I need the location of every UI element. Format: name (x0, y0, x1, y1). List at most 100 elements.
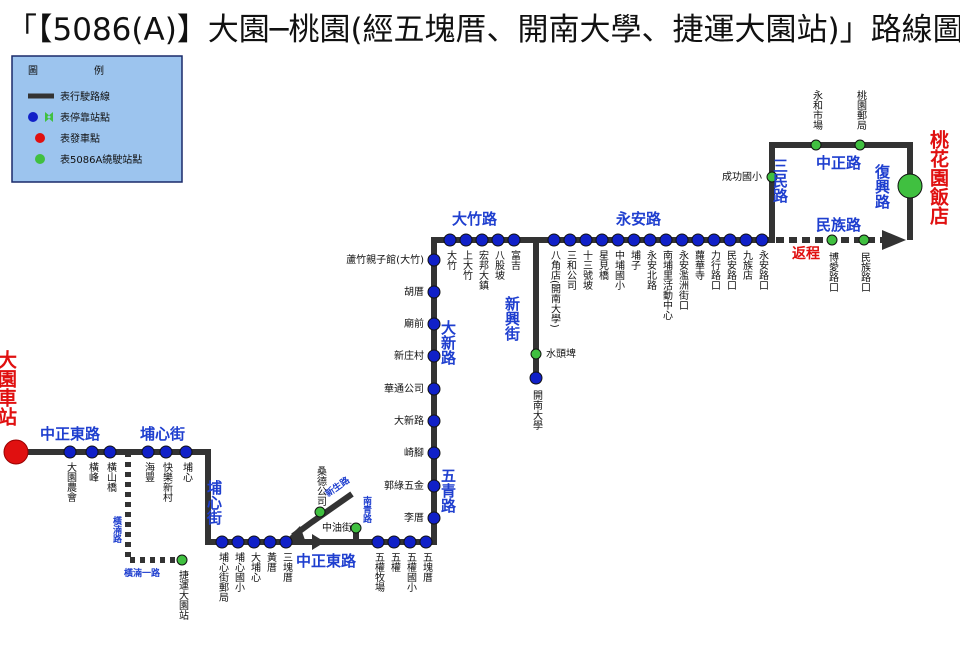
stop-label-s46: 永安路口 (757, 249, 769, 290)
stop-label-s38: 埔子 (629, 249, 641, 270)
stop-label-s47: 水頭埤 (546, 347, 576, 360)
road-label-hengnan: 橫湳路 (111, 515, 122, 544)
legend-heading-left: 圖 (28, 65, 38, 77)
road-label-zhongzheng-east: 中正東路 (40, 425, 101, 443)
stop-dot-s17 (403, 535, 417, 549)
stop-label-s3: 橫山橋 (105, 461, 117, 493)
stop-label-s10: 大埔心 (249, 551, 261, 582)
stop-dot-s47 (530, 348, 542, 360)
stop-label-s42: 蘿華寺 (693, 250, 705, 280)
stop-label-s28: 大竹 (445, 249, 457, 271)
stop-label-s5: 快樂新村 (161, 462, 173, 502)
start-station-dot (3, 439, 29, 465)
stop-dot-s10 (247, 535, 261, 549)
stop-label-s20: 郭綠五金 (384, 479, 424, 492)
stop-dot-s8 (215, 535, 229, 549)
map-title: 「【5086(A)】大園─桃園(經五塊厝、開南大學、捷運大園站)」路線圖 (6, 12, 960, 48)
stop-dot-s20 (427, 479, 441, 493)
legend-item-route: 表行駛路線 (60, 90, 110, 103)
stop-dot-s16 (387, 535, 401, 549)
road-label-puxin-street: 埔心街 (140, 425, 185, 443)
legend-item-stop: 表停靠站點 (60, 111, 110, 124)
stop-label-s22: 大新路 (394, 414, 424, 427)
road-label-sanmin: 三民路 (771, 158, 789, 203)
stop-label-s1: 大園農會 (65, 461, 77, 502)
stop-label-s35: 十三號坡 (581, 249, 593, 291)
stop-label-s39: 永安北路 (645, 249, 657, 291)
legend-stop-dot (28, 112, 38, 122)
stop-label-s24: 新庄村 (394, 349, 424, 362)
stop-dot-s18 (419, 535, 433, 549)
stop-label-s27: 蘆竹親子館(大竹) (346, 253, 424, 266)
stop-label-s13: 桑德公司 (315, 466, 327, 506)
stop-label-s32: 富吉 (509, 249, 521, 271)
stop-dot-s4 (141, 445, 155, 459)
stop-dot-s53 (858, 234, 870, 246)
stop-label-s8: 埔心街郵局 (217, 551, 229, 603)
stop-label-s30: 宏邦大鎮 (477, 249, 489, 291)
stop-dot-s45 (739, 233, 753, 247)
stop-label-s45: 九族店 (741, 250, 753, 281)
stop-dot-s41 (675, 233, 689, 247)
stop-dot-s14 (350, 522, 362, 534)
stop-dot-s34 (563, 233, 577, 247)
stop-dot-s12 (279, 535, 293, 549)
stop-dot-s42 (691, 233, 705, 247)
stop-dot-s22 (427, 414, 441, 428)
legend-variant-dot (35, 154, 45, 164)
stop-label-s2: 橫峰 (87, 461, 99, 482)
legend-start-dot (35, 133, 45, 143)
stop-dot-s52 (826, 234, 838, 246)
stop-dot-s13 (314, 506, 326, 518)
stop-label-s50: 永和市場 (811, 89, 823, 131)
stop-label-s34: 三和公司 (565, 250, 577, 290)
stop-label-s29: 上大竹 (461, 250, 473, 281)
stop-label-s23: 華通公司 (384, 383, 424, 395)
stop-dot-s9 (231, 535, 245, 549)
stop-dot-s25 (427, 317, 441, 331)
stop-dot-s36 (595, 233, 609, 247)
stop-dot-s7 (176, 554, 188, 566)
stop-dot-s15 (371, 535, 385, 549)
stop-label-s52: 博愛路口 (827, 251, 839, 292)
stop-dot-s6 (179, 445, 193, 459)
stop-label-s18: 五塊厝 (421, 552, 433, 583)
stop-dot-s43 (707, 233, 721, 247)
stop-label-s9: 埔心國小 (233, 551, 245, 593)
stop-label-s43: 力行路口 (709, 249, 721, 290)
stop-label-s16: 五權 (389, 552, 401, 573)
stop-label-s15: 五權牧場 (373, 552, 385, 593)
stop-labels: 大園農會橫峰橫山橋海豐快樂新村埔心捷運大園站埔心街郵局埔心國小大埔心黃厝三塊厝桑… (65, 89, 871, 621)
stop-label-s36: 星見橋 (597, 250, 609, 281)
stop-dot-s26 (427, 285, 441, 299)
stop-dot-s3 (103, 445, 117, 459)
stop-label-s4: 海豐 (143, 461, 155, 482)
stop-dot-s11 (263, 535, 277, 549)
stop-dot-s29 (459, 233, 473, 247)
stop-dot-s38 (627, 233, 641, 247)
stop-label-s14: 中油街 (322, 521, 352, 534)
road-label-yongan: 永安路 (615, 210, 662, 228)
stop-dot-s2 (85, 445, 99, 459)
stop-dot-s28 (443, 233, 457, 247)
stop-label-s40: 南埔里活動中心 (661, 249, 673, 320)
stop-dot-s33 (547, 233, 561, 247)
stop-markers (63, 139, 923, 566)
return-label: 返程 (792, 245, 820, 262)
road-label-daxin: 大新路 (439, 319, 457, 365)
stop-dot-s32 (507, 233, 521, 247)
stop-dot-s35 (579, 233, 593, 247)
road-label-nanqing: 南青路 (361, 495, 372, 524)
stop-dot-s27 (427, 253, 441, 267)
stop-dot-s44 (723, 233, 737, 247)
stop-label-s51: 桃園郵局 (855, 89, 867, 131)
stop-label-s17: 五權國小 (405, 552, 417, 593)
road-label-puxin-street-vertical: 埔心街 (205, 479, 223, 526)
legend: 圖 例 表行駛路線 表停靠站點 表發車點 表5086A繞駛站點 (11, 55, 183, 183)
stop-dot-s50 (810, 139, 822, 151)
stop-label-s12: 三塊厝 (281, 552, 293, 583)
road-label-zhongzheng-east-2: 中正東路 (296, 552, 357, 570)
stop-label-s44: 民安路口 (725, 250, 737, 290)
end-terminal-label: 桃花園飯店 (927, 129, 950, 226)
legend-heading-right: 例 (94, 64, 104, 77)
